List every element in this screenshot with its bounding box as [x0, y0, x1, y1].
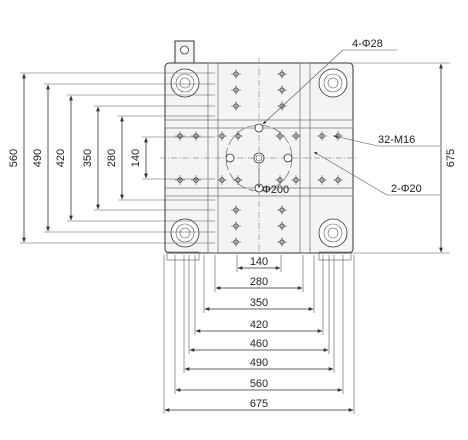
- dim-bottom-label: 560: [250, 378, 268, 390]
- callout-tapped-holes: 32-M16: [333, 134, 440, 147]
- tapped-hole: [231, 237, 241, 247]
- dim-left-1: 490: [32, 83, 215, 233]
- dim-left-0: 560: [8, 72, 215, 244]
- dim-bottom-6: 560: [174, 255, 344, 394]
- dim-bottom-3: 420: [194, 255, 324, 335]
- callout-center-circle-label: Φ200: [262, 184, 289, 196]
- dim-left-label: 560: [8, 149, 20, 167]
- dim-bottom-label: 280: [250, 276, 268, 288]
- dim-right-label: 675: [445, 149, 457, 167]
- dim-left-label: 490: [32, 149, 44, 167]
- callout-pin-holes-label: 2-Φ20: [391, 183, 422, 195]
- tapped-hole: [317, 131, 327, 141]
- dimension-set-bottom: 140 280 350 420 460 490 560 675: [163, 255, 355, 414]
- callout-center-holes-label: 4-Φ28: [352, 38, 383, 50]
- dim-left-4: 280: [106, 115, 215, 201]
- tapped-hole: [217, 131, 227, 141]
- dim-bottom-5: 490: [183, 255, 335, 373]
- dim-left-label: 350: [82, 149, 94, 167]
- center-circle: [225, 123, 293, 193]
- callout-center-holes: 4-Φ28: [262, 38, 397, 125]
- callout-pin-holes: 2-Φ20: [313, 151, 440, 196]
- tapped-hole: [233, 175, 243, 185]
- tapped-hole: [231, 205, 241, 215]
- tapped-hole: [217, 175, 227, 185]
- dim-bottom-0: 140: [236, 255, 282, 272]
- tie-bar-holes: [170, 68, 348, 248]
- tapped-hole: [233, 131, 243, 141]
- tapped-hole: [317, 175, 327, 185]
- dim-bottom-label: 420: [250, 319, 268, 331]
- tapped-hole: [277, 85, 287, 95]
- dim-left-label: 140: [130, 149, 142, 167]
- dimension-right: 675: [350, 62, 457, 254]
- dim-left-5: 140: [130, 136, 215, 180]
- dim-bottom-7: 675: [163, 255, 355, 414]
- dim-left-3: 350: [82, 105, 215, 211]
- tapped-hole: [277, 221, 287, 231]
- dim-left-label: 420: [55, 149, 67, 167]
- tapped-hole: [277, 237, 287, 247]
- callout-center-circle: Φ200: [257, 162, 289, 196]
- dim-bottom-label: 350: [250, 297, 268, 309]
- tapped-hole: [277, 69, 287, 79]
- tapped-hole: [231, 221, 241, 231]
- tapped-hole: [333, 175, 343, 185]
- tapped-hole: [231, 69, 241, 79]
- dim-bottom-label: 490: [250, 357, 268, 369]
- dim-bottom-1: 280: [214, 255, 304, 292]
- dim-left-label: 280: [106, 149, 118, 167]
- lifting-lug: [174, 40, 195, 65]
- tapped-hole: [275, 131, 285, 141]
- tapped-hole: [231, 85, 241, 95]
- tapped-hole: [277, 205, 287, 215]
- dim-bottom-2: 350: [203, 255, 315, 313]
- dimension-set-left: 560 490 420 350 280 140: [8, 72, 215, 244]
- tapped-hole: [277, 101, 287, 111]
- dim-left-2: 420: [55, 94, 215, 222]
- tapped-hole: [291, 175, 301, 185]
- dim-bottom-label: 460: [250, 338, 268, 350]
- dim-bottom-label: 140: [250, 256, 268, 268]
- dim-bottom-4: 460: [188, 255, 330, 354]
- callout-tapped-holes-label: 32-M16: [378, 134, 415, 146]
- tapped-hole: [291, 131, 301, 141]
- dim-bottom-label: 675: [250, 398, 268, 410]
- tapped-hole: [275, 175, 285, 185]
- tapped-hole: [231, 101, 241, 111]
